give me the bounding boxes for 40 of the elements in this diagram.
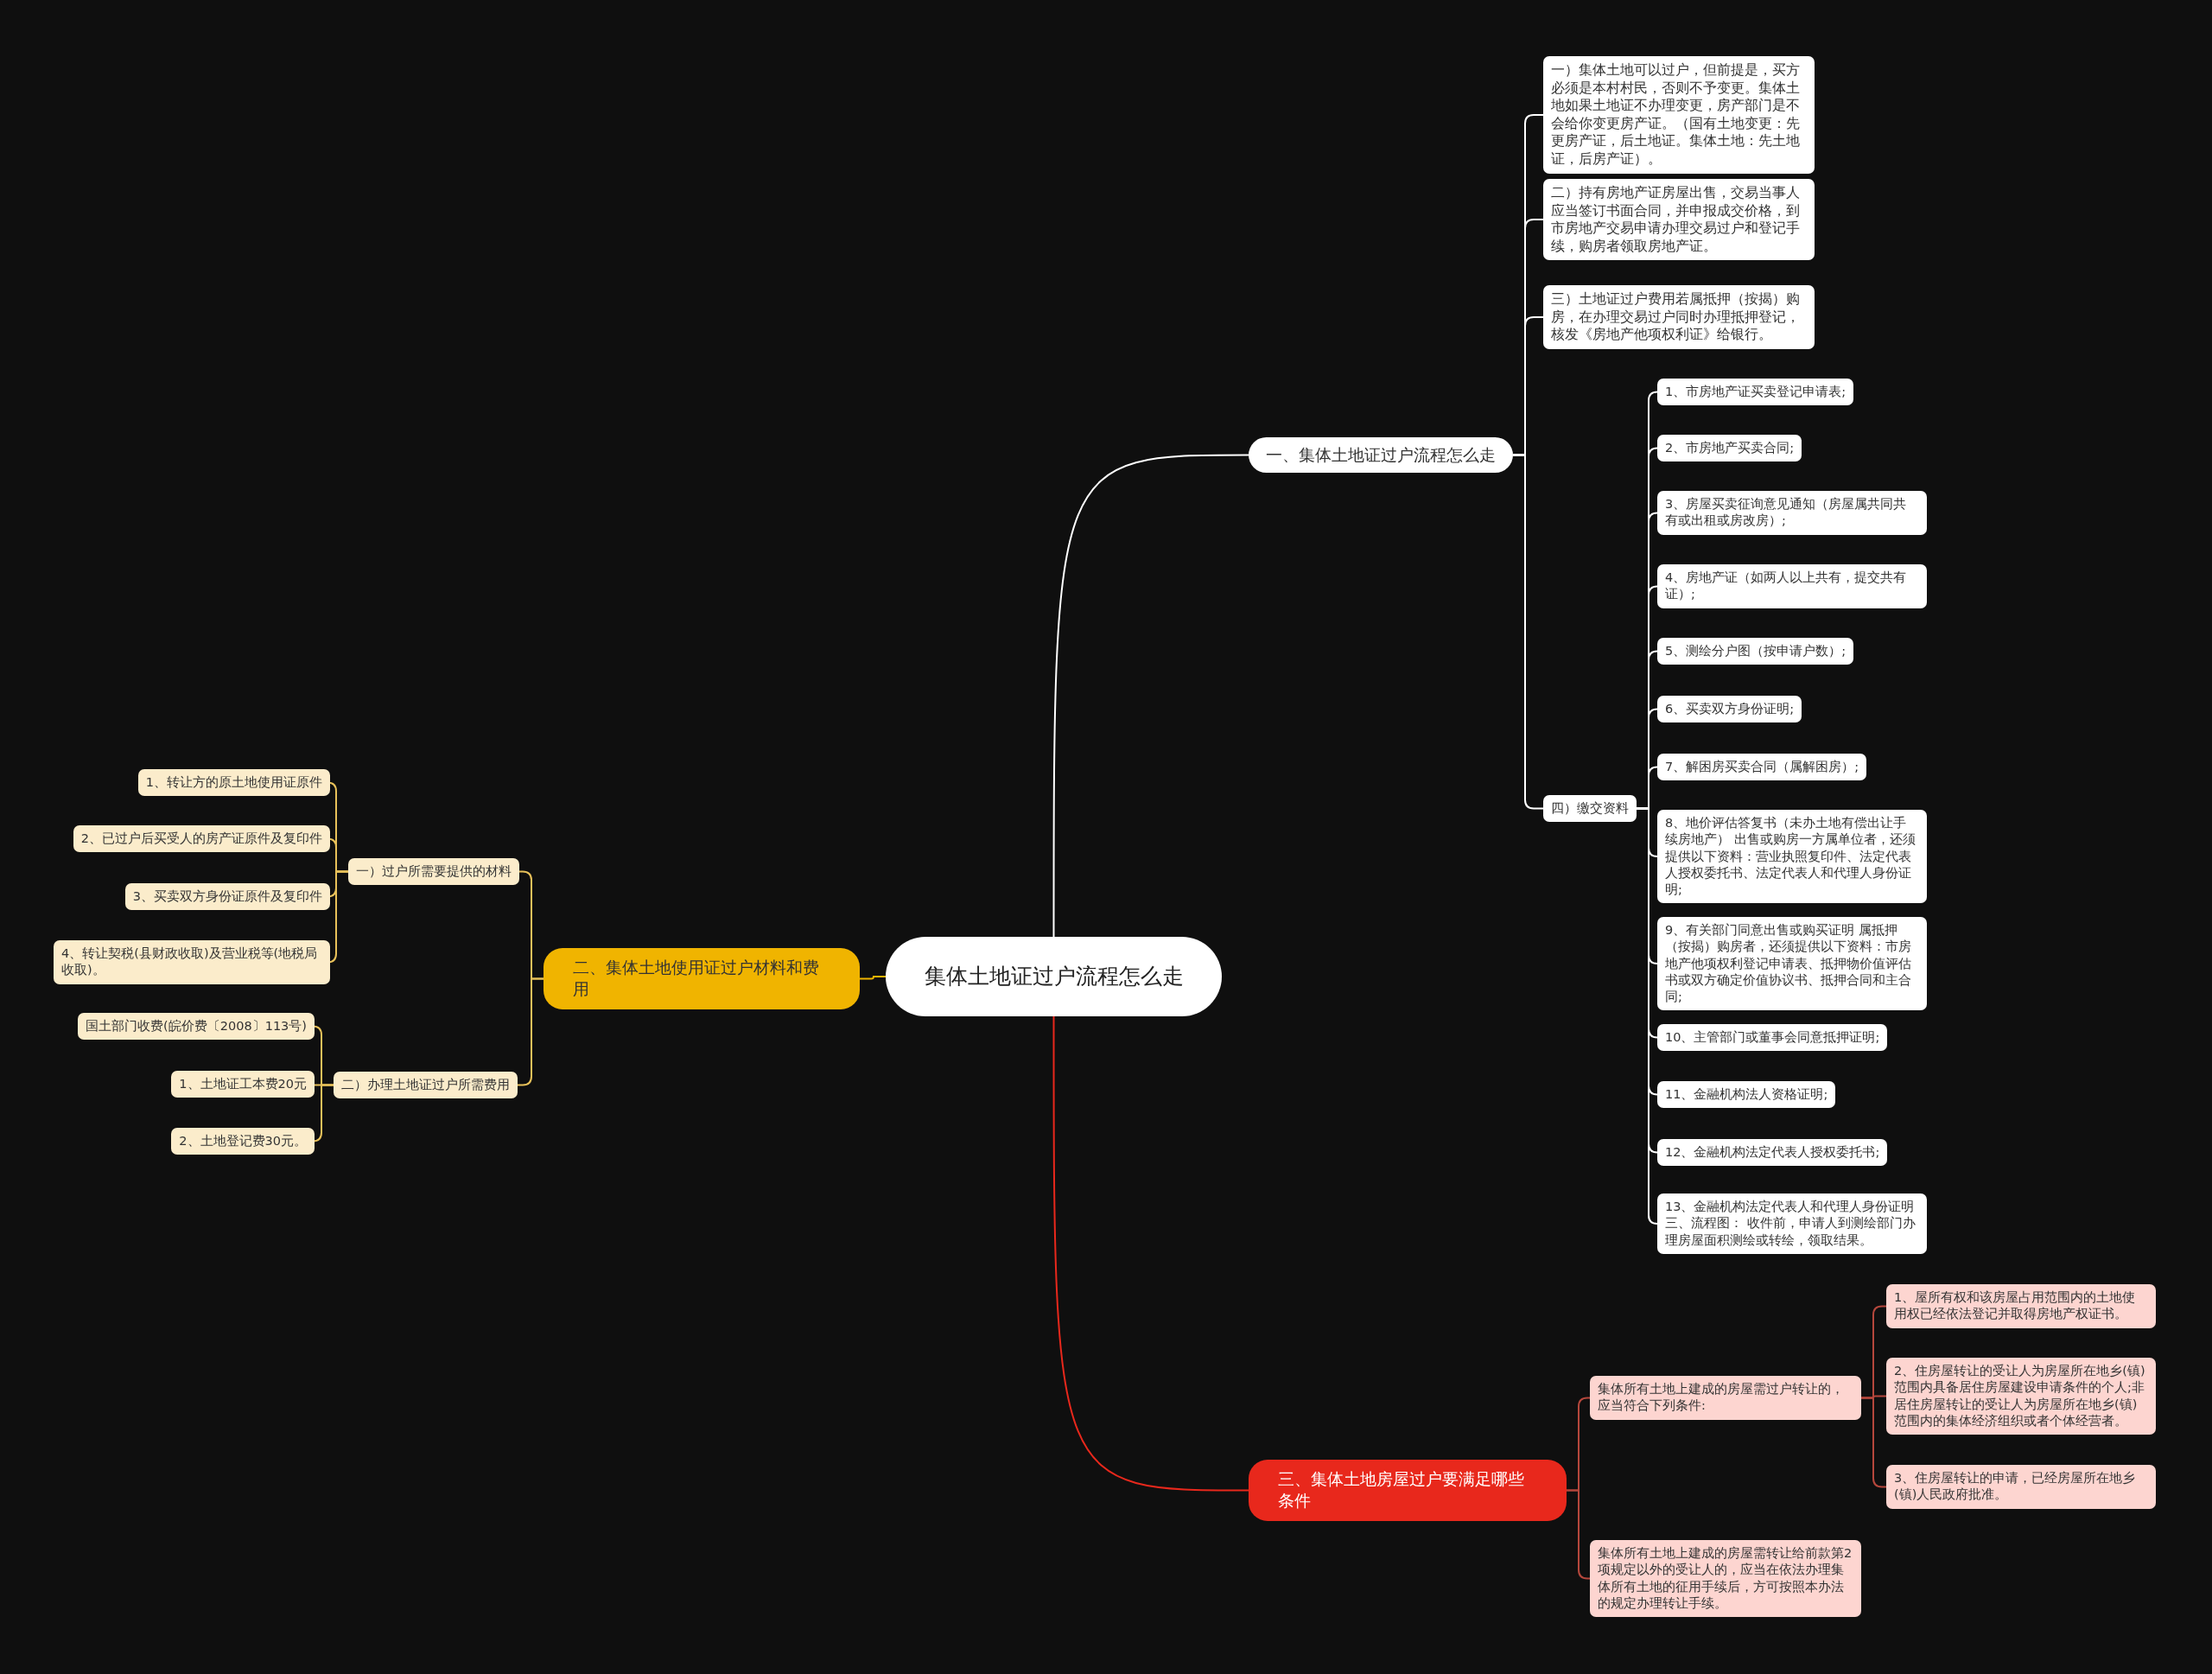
topic-box: 10、主管部门或董事会同意抵押证明; [1657,1024,1888,1052]
topic-box: 1、土地证工本费20元 [171,1071,315,1098]
topic-box: 3、房屋买卖征询意见通知（房屋属共同共有或出租或房改房）; [1657,491,1927,535]
connector-line [1566,1489,1591,1580]
topic-box: 1、屋所有权和该房屋占用范围内的土地使用权已经依法登记并取得房地产权证书。 [1886,1284,2156,1328]
topic-box: 集体所有土地上建成的房屋需转让给前款第2项规定以外的受让人的，应当在依法办理集体所有土地的征用手续后，方可按照本办法的规定办理转让手续。 [1590,1540,1861,1618]
topic-box: 9、有关部门同意出售或购买证明 属抵押（按揭）购房者，还须提供以下资料：市房地产他项权利登记申请表、抵押物价值评估书或双方确定价值协议书、抵押合同和主合同; [1657,917,1927,1011]
topic-box: 2、住房屋转让的受让人为房屋所在地乡(镇)范围内具备居住房屋建设申请条件的个人;非居住房屋转让的受让人为房屋所在地乡(镇)范围内的集体经济组织或者个体经营者。 [1886,1358,2156,1435]
topic-box: 一）集体土地可以过户，但前提是，买方必须是本村村民，否则不予变更。集体土地如果土地证不办理变更，房产部门是不会给你变更房产证。（国有土地变更：先更房产证，后土地证。集体土地：先土地证，后房产证）。 [1543,56,1815,174]
topic-box: 三）土地证过户费用若属抵押（按揭）购房，在办理交易过户同时办理抵押登记，核发《房地产他项权利证》给银行。 [1543,285,1815,349]
topic-box: 1、转让方的原土地使用证原件 [137,769,330,797]
branch-topic: 二、集体土地使用证过户材料和费用 [543,948,860,1009]
topic-box: 2、已过户后买受人的房产证原件及复印件 [73,825,330,853]
topic-box: 13、金融机构法定代表人和代理人身份证明三、流程图： 收件前，申请人到测绘部门办理房屋面积测绘或转绘，领取结果。 [1657,1193,1927,1254]
topic-box: 3、买卖双方身份证原件及复印件 [124,883,330,911]
connector-line [1052,454,1249,938]
topic-box: 一）过户所需要提供的材料 [348,858,519,886]
topic-box: 7、解困房买卖合同（属解困房）; [1657,754,1867,781]
connector-line [1052,1015,1249,1492]
connector-line [1512,454,1544,810]
topic-box: 12、金融机构法定代表人授权委托书; [1657,1139,1888,1167]
topic-box: 8、地价评估答复书（未办土地有偿出让手续房地产） 出售或购房一方属单位者，还须提供以下资料：营业执照复印件、法定代表人授权委托书、法定代表人和代理人身份证明; [1657,810,1927,904]
topic-box: 5、测绘分户图（按申请户数）; [1657,638,1854,665]
branch-topic: 三、集体土地房屋过户要满足哪些条件 [1249,1460,1567,1521]
topic-box: 二）持有房地产证房屋出售，交易当事人应当签订书面合同，并申报成交价格，到市房地产交易申请办理交易过户和登记手续，购房者领取房地产证。 [1543,179,1815,261]
branch-topic: 一、集体土地证过户流程怎么走 [1249,437,1513,474]
topic-box: 4、房地产证（如两人以上共有，提交共有证）; [1657,564,1927,608]
topic-box: 二）办理土地证过户所需费用 [334,1072,518,1099]
connector-line [859,976,887,980]
topic-box: 四）缴交资料 [1543,795,1637,823]
topic-box: 国土部门收费(皖价费〔2008〕113号) [78,1013,315,1041]
topic-box: 集体所有土地上建成的房屋需过户转让的，应当符合下列条件: [1590,1376,1861,1420]
topic-box: 2、市房地产买卖合同; [1657,435,1802,462]
topic-box: 4、转让契税(县财政收取)及营业税等(地税局收取)。 [54,940,330,984]
topic-box: 6、买卖双方身份证明; [1657,696,1802,723]
topic-box: 2、土地登记费30元。 [171,1128,315,1155]
topic-box: 1、市房地产证买卖登记申请表; [1657,379,1854,406]
topic-box: 11、金融机构法人资格证明; [1657,1081,1836,1109]
central-topic: 集体土地证过户流程怎么走 [886,937,1222,1016]
topic-box: 3、住房屋转让的申请，已经房屋所在地乡(镇)人民政府批准。 [1886,1465,2156,1509]
